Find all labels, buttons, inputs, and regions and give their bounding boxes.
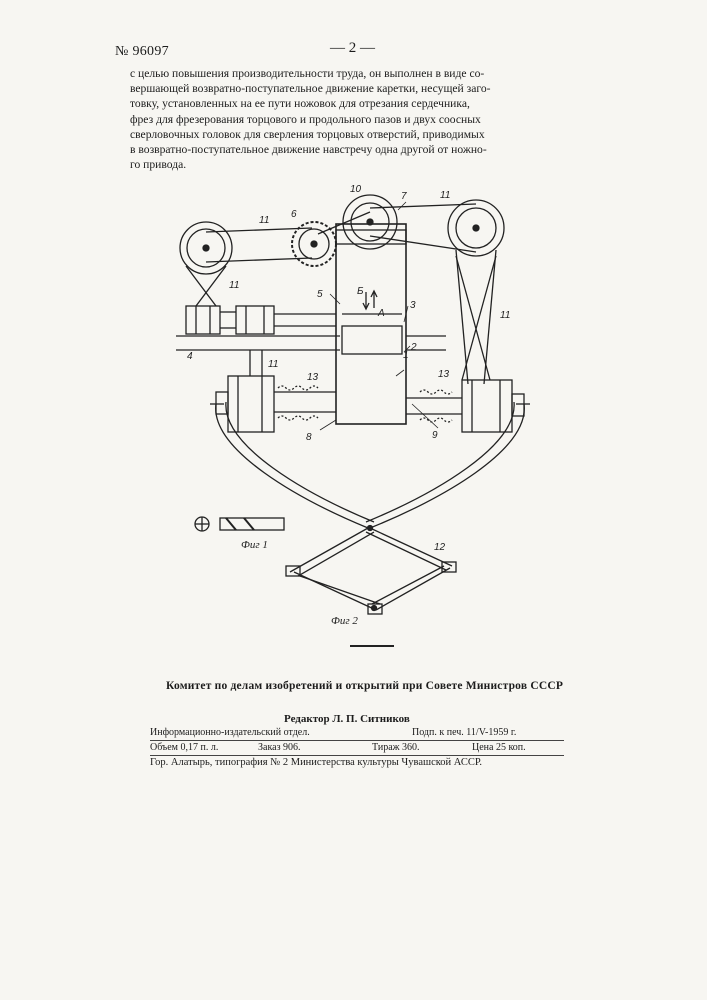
volume-text: Объем 0,17 п. л. bbox=[150, 742, 218, 753]
signed-date: Подп. к печ. 11/V-1959 г. bbox=[412, 727, 516, 738]
label-9: 9 bbox=[432, 430, 438, 441]
caption-fig-1: Фиг 1 bbox=[241, 539, 268, 551]
label-2: 2 bbox=[410, 342, 417, 353]
label-11-d: 11 bbox=[500, 310, 510, 321]
upper-spindle bbox=[186, 306, 336, 334]
label-10: 10 bbox=[350, 184, 362, 195]
label-7: 7 bbox=[401, 191, 407, 202]
top-belts bbox=[206, 204, 476, 262]
imprint-row: Объем 0,17 п. л. Заказ 906. Тираж 360. Ц… bbox=[150, 741, 564, 756]
label-11-e: 11 bbox=[268, 359, 278, 370]
gear-6 bbox=[292, 222, 336, 266]
label-12: 12 bbox=[434, 542, 446, 553]
left-crossed-belt bbox=[186, 266, 226, 306]
price-text: Цена 25 коп. bbox=[472, 742, 526, 753]
figure-1-detail bbox=[195, 517, 284, 531]
order-text: Заказ 906. bbox=[258, 742, 301, 753]
publisher-text: Информационно-издательский отдел. bbox=[150, 727, 310, 738]
label-11-a: 11 bbox=[259, 215, 269, 226]
printer-text: Гор. Алатырь, типография № 2 Министерств… bbox=[150, 757, 482, 768]
label-5: 5 bbox=[317, 289, 323, 300]
imprint-row: Гор. Алатырь, типография № 2 Министерств… bbox=[150, 756, 564, 770]
imprint-block: Информационно-издательский отдел. Подп. … bbox=[150, 726, 564, 770]
left-pulley bbox=[180, 222, 232, 274]
foot-lever-linkage bbox=[210, 402, 530, 614]
circulation-text: Тираж 360. bbox=[372, 742, 420, 753]
label-1: 1 bbox=[403, 350, 409, 361]
label-13-b: 13 bbox=[438, 369, 450, 380]
editor-line: Редактор Л. П. Ситников bbox=[284, 713, 410, 725]
label-arrow-a: А bbox=[377, 308, 385, 319]
imprint-row: Информационно-издательский отдел. Подп. … bbox=[150, 726, 564, 741]
right-pulley bbox=[448, 200, 504, 256]
label-6: 6 bbox=[291, 209, 297, 220]
pulley-10 bbox=[343, 195, 397, 249]
right-drill-head bbox=[406, 380, 524, 432]
label-11-c: 11 bbox=[229, 280, 239, 291]
caption-fig-2: Фиг 2 bbox=[331, 615, 358, 627]
label-13-a: 13 bbox=[307, 372, 319, 383]
left-drill-head bbox=[216, 376, 336, 432]
right-crossed-belt bbox=[456, 250, 496, 384]
committee-heading: Комитет по делам изобретений и открытий … bbox=[166, 680, 566, 692]
label-8: 8 bbox=[306, 432, 312, 443]
label-11-b: 11 bbox=[440, 190, 450, 201]
label-3: 3 bbox=[410, 300, 416, 311]
direction-arrows bbox=[363, 291, 377, 309]
label-4: 4 bbox=[187, 351, 193, 362]
carriage bbox=[336, 224, 406, 424]
label-arrow-b: Б bbox=[357, 286, 364, 297]
left-support bbox=[250, 350, 262, 376]
